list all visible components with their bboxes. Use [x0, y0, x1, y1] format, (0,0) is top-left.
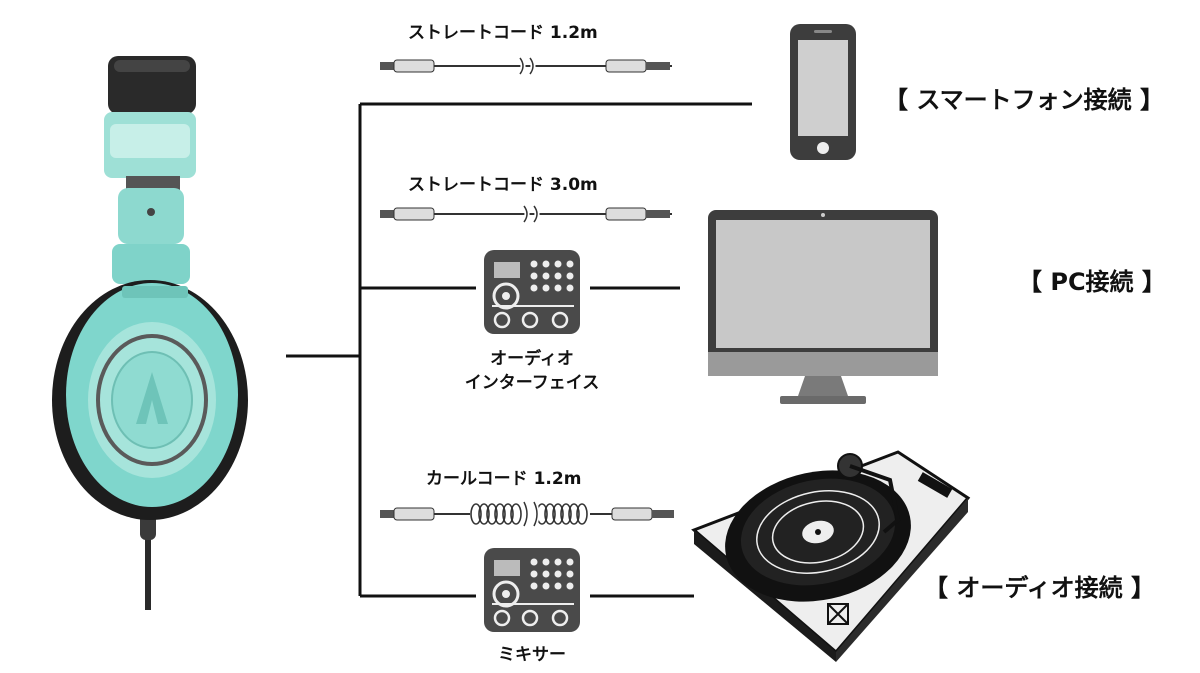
pc-connection-label: 【 PC接続 】	[1018, 268, 1166, 296]
pc-monitor-image	[708, 210, 938, 404]
cable-label-straight-short: ストレートコード 1.2m	[408, 23, 598, 43]
audio-interface-label-line1: オーディオ	[490, 349, 574, 369]
headphone-image	[52, 56, 248, 610]
smartphone-connection-label: 【 スマートフォン接続 】	[884, 86, 1164, 114]
audio-interface-image	[484, 250, 580, 334]
turntable-image	[691, 450, 971, 662]
straight-cable-short-image	[380, 56, 672, 76]
cable-label-straight-long: ストレートコード 3.0m	[408, 175, 598, 195]
audio-interface-label-line2: インターフェイス	[464, 373, 600, 393]
coiled-cable-image	[380, 500, 674, 528]
audio-connection-label: 【 オーディオ接続 】	[924, 574, 1156, 602]
cable-label-coiled: カールコード 1.2m	[426, 469, 582, 489]
mixer-image	[484, 548, 580, 632]
smartphone-image	[790, 24, 856, 160]
mixer-label: ミキサー	[498, 645, 566, 665]
connection-lines	[286, 102, 752, 598]
straight-cable-long-image	[380, 204, 672, 224]
